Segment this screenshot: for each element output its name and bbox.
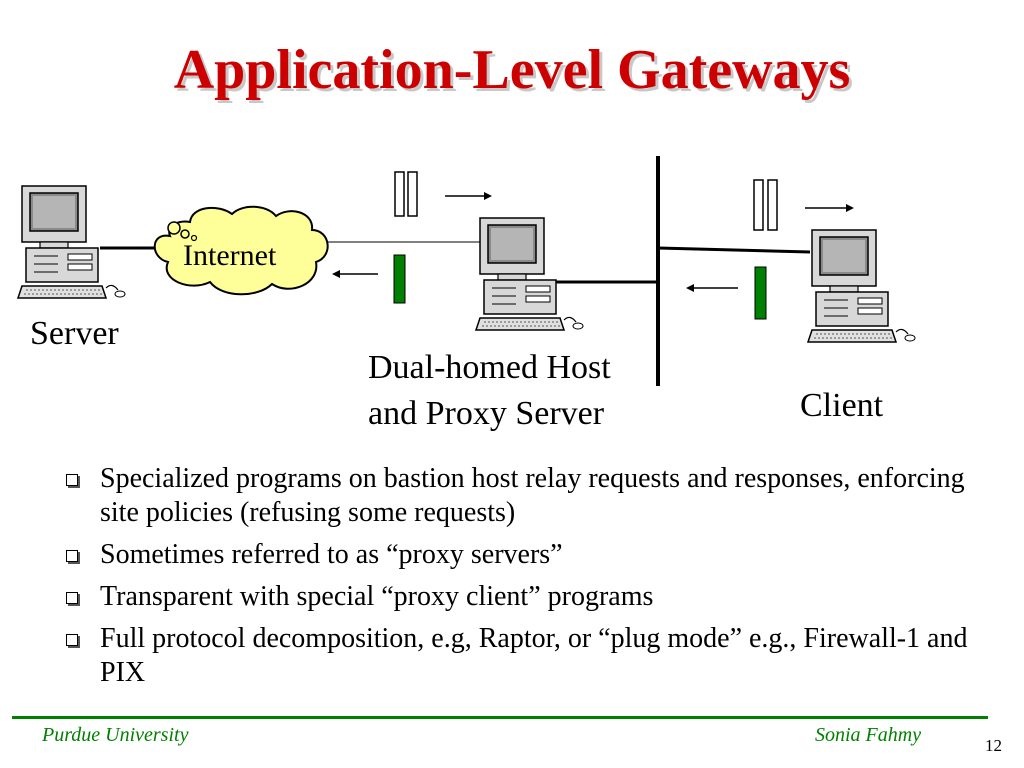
client-computer-icon	[807, 229, 916, 343]
proxy-host-computer-icon	[475, 217, 584, 331]
network-diagram	[17, 156, 916, 386]
list-item: Transparent with special “proxy client” …	[62, 580, 982, 614]
request-packet-icon	[394, 171, 405, 217]
checkbox-bullet-icon	[66, 474, 78, 486]
list-item: Specialized programs on bastion host rel…	[62, 462, 982, 530]
request-packet-icon	[767, 179, 778, 231]
bullet-list: Specialized programs on bastion host rel…	[62, 462, 982, 698]
host-label-line1: Dual-homed Host	[368, 349, 611, 386]
server-label: Server	[30, 315, 119, 352]
request-packet-icon	[407, 171, 418, 217]
footer-divider	[12, 716, 988, 719]
page-number: 12	[985, 736, 1002, 755]
checkbox-bullet-icon	[66, 550, 78, 562]
client-label: Client	[800, 387, 884, 424]
server-computer-icon	[17, 185, 126, 299]
checkbox-bullet-icon	[66, 634, 78, 646]
footer-institution: Purdue University	[42, 724, 189, 746]
cloud-label: Internet	[183, 239, 277, 272]
slide-title: Application-Level Gateways	[173, 39, 851, 101]
response-packet-icon	[754, 266, 767, 320]
checkbox-bullet-icon	[66, 592, 78, 604]
list-item: Sometimes referred to as “proxy servers”	[62, 538, 982, 572]
host-label-line2: and Proxy Server	[368, 395, 605, 432]
request-packet-icon	[753, 179, 764, 231]
cloud-icon	[153, 205, 329, 296]
list-item: Full protocol decomposition, e.g, Raptor…	[62, 622, 982, 690]
client-link	[657, 246, 811, 254]
response-packet-icon	[393, 254, 406, 304]
footer-author: Sonia Fahmy	[815, 724, 922, 746]
